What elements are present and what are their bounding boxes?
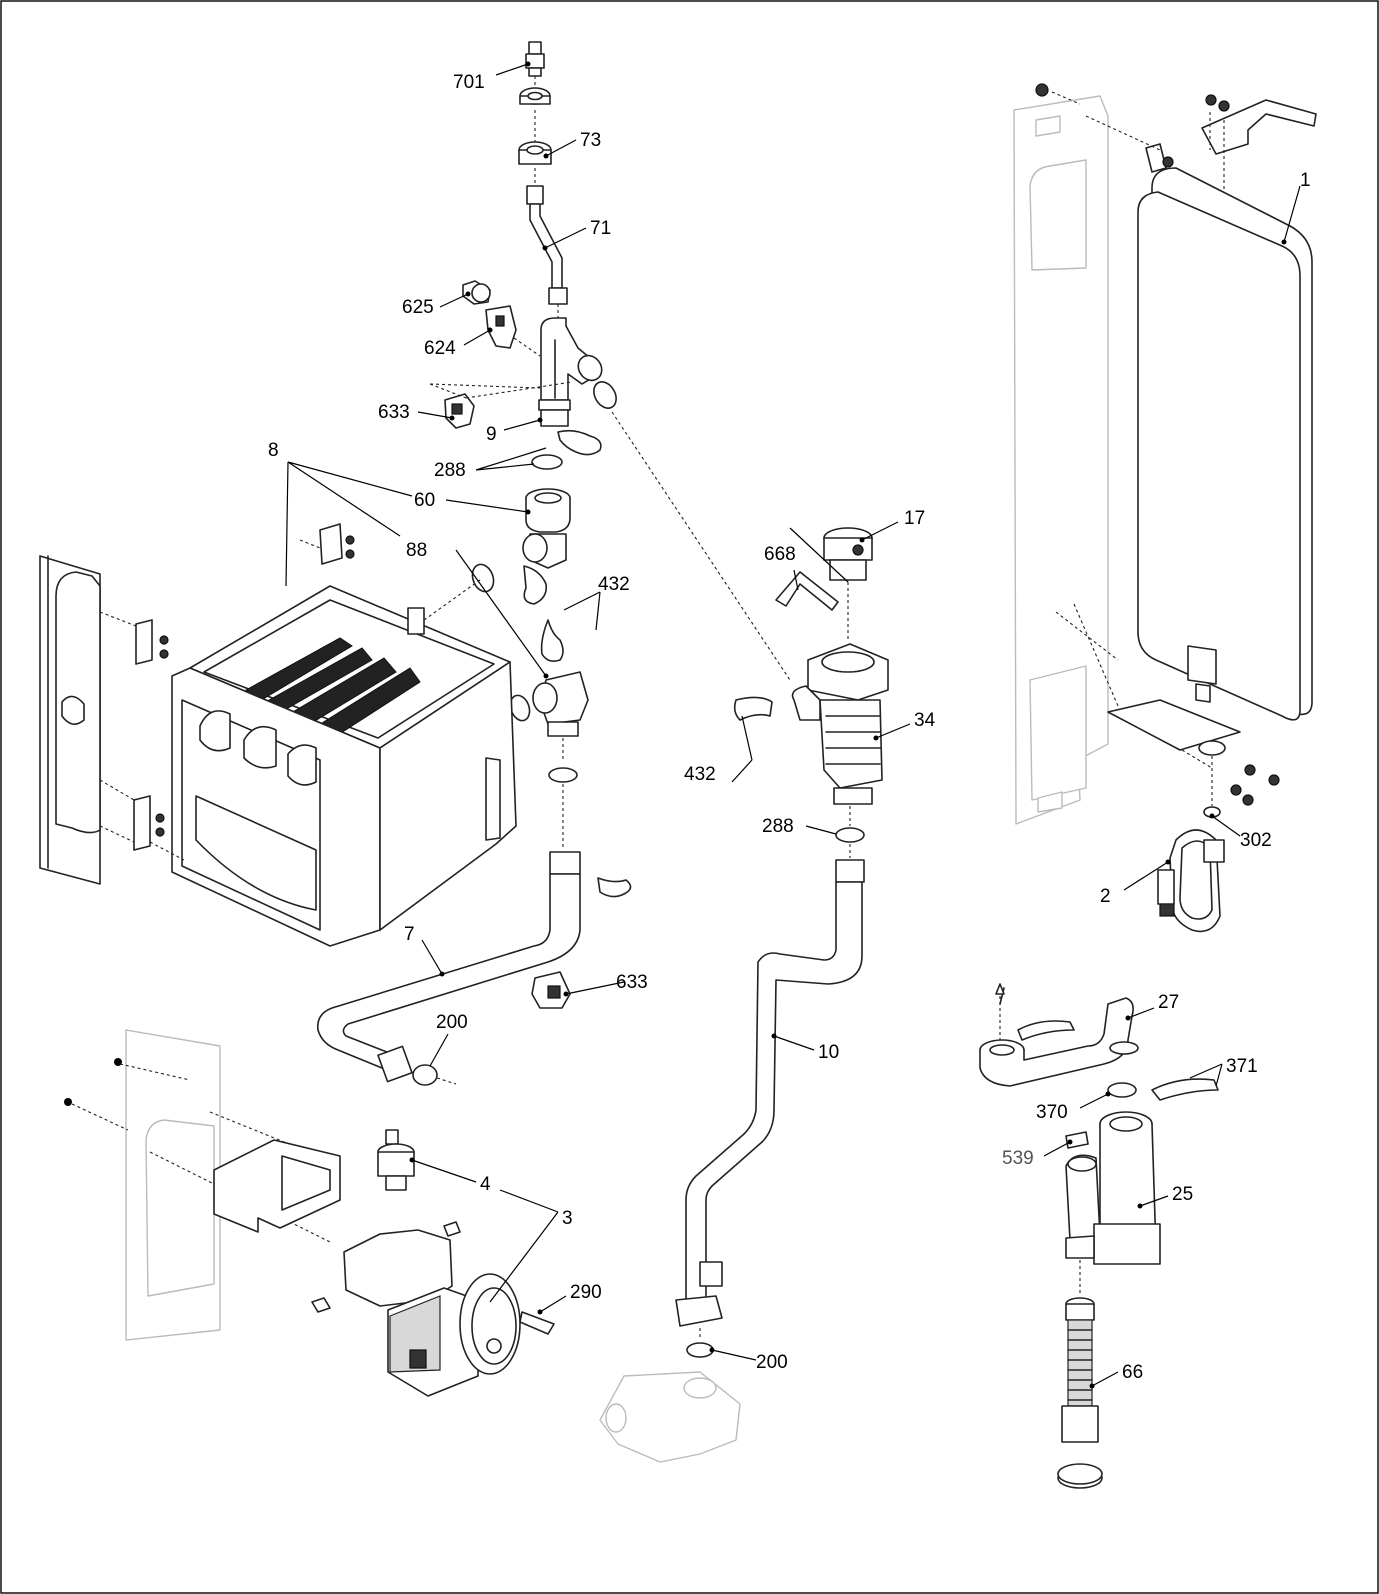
callout-27: 27 [1158,992,1179,1013]
callout-539: 539 [1002,1148,1034,1169]
o-ring [686,1342,714,1358]
part-371-clip [1151,1078,1219,1101]
callout-290: 290 [570,1282,602,1303]
callout-73: 73 [580,130,601,151]
part-1-expansion-vessel [1137,167,1313,721]
callout-701: 701 [453,72,485,93]
callout-60: 60 [414,490,435,511]
callout-25: 25 [1172,1184,1193,1205]
callout-371: 371 [1226,1056,1258,1077]
callout-633-lower: 633 [616,972,648,993]
callout-88: 88 [406,540,427,561]
callout-10: 10 [818,1042,839,1063]
callout-624: 624 [424,338,456,359]
callout-432-lower: 432 [684,764,716,785]
callout-633-upper: 633 [378,402,410,423]
part-701-nipple [525,41,545,77]
callout-17: 17 [904,508,925,529]
leader-lines [285,61,1301,1389]
callout-34: 34 [914,710,936,731]
callout-4: 4 [480,1174,491,1195]
o-ring [531,454,563,470]
screw [311,1297,331,1313]
o-ring [548,767,578,783]
part-4-air-vent [377,1129,415,1191]
clip [733,696,773,721]
part-71-pipe [526,185,568,305]
part-3-pump [343,1229,521,1397]
callout-1: 1 [1300,170,1311,191]
part-66-hose [1061,1297,1099,1443]
clip [597,877,632,898]
callout-2: 2 [1100,886,1111,907]
part-17-air-vent [823,527,873,581]
callout-66: 66 [1122,1362,1143,1383]
callout-71: 71 [590,218,611,239]
callout-432-upper: 432 [598,574,630,595]
part-27-pipe [979,997,1139,1087]
part-668-clip [775,571,839,611]
callout-288-upper: 288 [434,460,466,481]
clip [523,565,548,605]
part-290-gasket [519,1311,555,1335]
o-ring [593,381,617,409]
o-ring [835,827,865,843]
part-633-sensor-lower [531,971,571,1009]
part-73-fitting [518,141,552,165]
part-370-o-ring [1107,1082,1137,1098]
callout-370: 370 [1036,1102,1068,1123]
callout-labels: 701 73 71 625 624 633 9 288 8 60 88 432 … [268,72,1311,1383]
callout-302: 302 [1240,830,1272,851]
hydraulic-block [599,411,889,1463]
pump-assembly [64,1029,555,1397]
callout-3: 3 [562,1208,573,1229]
part-10-pipe [675,859,865,1327]
callout-7: 7 [404,924,415,945]
o-ring [412,1064,438,1086]
part-624-clip [485,305,517,349]
callout-288-lower: 288 [762,816,794,837]
part-34-manifold [791,643,889,805]
part-25-siphon [1065,1111,1161,1265]
clip [557,429,602,456]
part-60-elbow [522,488,571,569]
expansion-vessel-assembly [1013,83,1317,933]
nut [519,87,551,105]
part-7-return-pipe [316,851,632,1086]
part-88-elbow [532,619,589,737]
heat-exchanger [39,523,517,947]
screw [443,1221,461,1237]
callout-200-center: 200 [756,1352,788,1373]
clip [1017,1020,1075,1041]
callout-200-left: 200 [436,1012,468,1033]
flow-pipe-assembly [429,41,617,848]
callout-8: 8 [268,440,279,461]
part-2-hose [1157,829,1225,933]
part-633-sensor-upper [444,393,475,429]
condensate-trap-assembly [979,983,1219,1489]
callout-9: 9 [486,424,497,445]
callout-668: 668 [764,544,796,565]
part-625-sensor [462,280,491,305]
o-ring [471,563,495,593]
part-9-tee [538,317,603,427]
callout-625: 625 [402,297,434,318]
